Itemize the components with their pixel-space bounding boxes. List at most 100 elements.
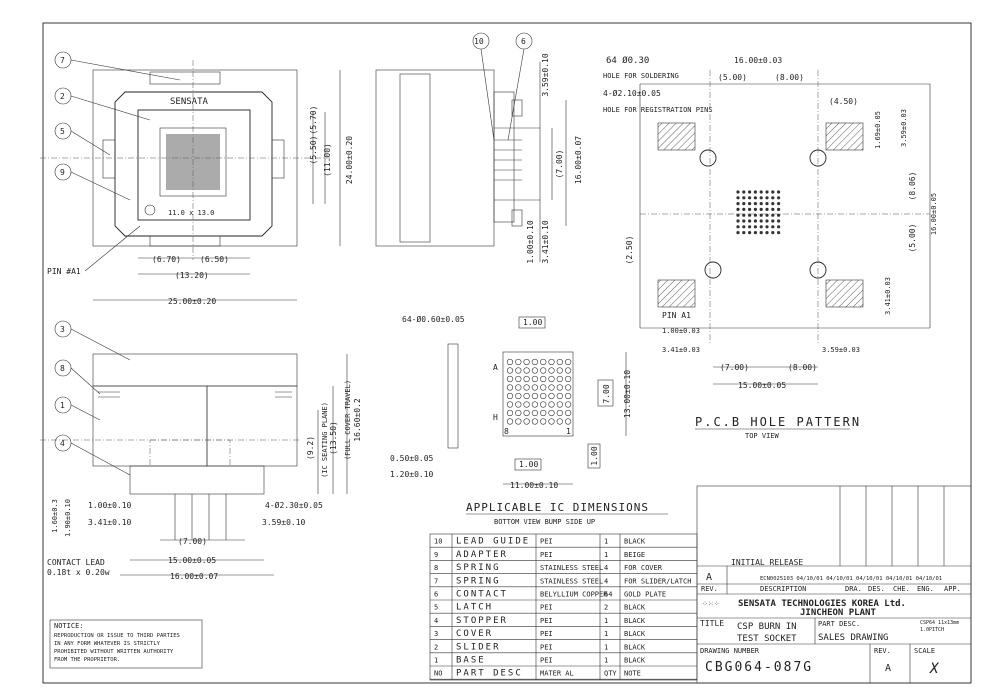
pcb-pin-a1: PIN A1 (662, 311, 691, 320)
solder-ball (515, 375, 522, 383)
pcb-dim-5v: (5.00) (908, 224, 917, 253)
pcb-hole (759, 219, 763, 223)
eng-head: ENG. (917, 585, 934, 593)
pcb-hole (736, 219, 740, 223)
pcb-hole (748, 202, 752, 206)
callout-10: 10 (474, 37, 484, 46)
pcb-hole (753, 207, 758, 211)
dim-seating: (IC SEATING PLANE) (321, 402, 329, 478)
solder-ball (531, 375, 539, 383)
pcb-dim-8: (8.00) (775, 73, 804, 82)
pcb-hole (759, 231, 763, 235)
pcb-hole (753, 231, 758, 235)
part-note: BEIGE (624, 551, 645, 559)
box-pitch-side: 1.00 (590, 446, 599, 465)
solder-ball (531, 418, 539, 425)
pcb-hole (748, 219, 752, 223)
pcb-dim-16v: 16.00±0.05 (930, 193, 938, 235)
pcb-hole (736, 213, 740, 217)
part-mat: PEI (540, 551, 553, 559)
row-h: H (493, 413, 498, 422)
pcb-hole (742, 219, 746, 223)
dim-ic13: 13.00±0.10 (623, 370, 632, 418)
pcb-dim-15: 15.00±0.05 (738, 381, 786, 390)
solder-ball (556, 409, 563, 417)
pcb-hole (771, 231, 775, 235)
part-mat: PEI (540, 604, 553, 612)
pcb-hole (742, 202, 746, 206)
part-name: LATCH (456, 603, 493, 613)
part-note: BLACK (624, 630, 646, 638)
front-view: 3 8 1 4 16.60±0.2 (FULL COVER TRAVEL) (1… (40, 320, 362, 581)
solder-ball (548, 392, 555, 400)
pcb-hole (748, 190, 752, 194)
notice-box: NOTICE: REPRODUCTION OR ISSUE TO THIRD P… (49, 619, 203, 669)
part-mat: PEI (540, 630, 553, 638)
part-name: PART DESC (456, 669, 523, 679)
dim-f1: 1.00±0.10 (88, 501, 132, 510)
solder-ball (540, 384, 547, 391)
dim-height: 24.00±0.20 (345, 136, 354, 184)
solder-ball (548, 409, 555, 417)
dim-55: (5.50) (309, 136, 318, 165)
des-head: DES. (868, 585, 885, 593)
brand-label: SENSATA (170, 97, 209, 107)
row-a: A (493, 363, 498, 372)
part-mat: STAINLESS STEEL (540, 577, 603, 585)
part-mat: STAINLESS STEEL (540, 564, 603, 572)
side-view: 10 6 3.59±0.10 16.00±0.07 (7.00) 3.41±0.… (375, 32, 583, 264)
notice-line: IN ANY FORM WHATEVER IS STRICTLY (54, 641, 161, 647)
rev-letter: A (706, 572, 712, 583)
part-name: SLIDER (456, 642, 501, 652)
part-note: FOR COVER (624, 564, 663, 572)
part-no: NO (434, 670, 442, 678)
pcb-subtitle: TOP VIEW (745, 432, 780, 440)
solder-ball (556, 384, 563, 391)
pcb-hole (759, 202, 763, 206)
dim-1: 1.00±0.10 (526, 220, 535, 264)
dim-ic11: 11.00±0.10 (510, 481, 558, 490)
solder-ball (540, 375, 547, 383)
part-name: CONTACT (456, 590, 508, 600)
pcb-reg-label: HOLE FOR REGISTRATION PINS (603, 106, 713, 114)
part-name: BASE (456, 656, 486, 666)
dim-25: 25.00±0.20 (168, 297, 216, 306)
sheet-border (42, 22, 972, 684)
part-mat: PEI (540, 617, 553, 625)
title-line2: TEST SOCKET (737, 634, 797, 644)
callout-2: 2 (60, 92, 65, 101)
pcb-hole (765, 202, 769, 206)
part-note: BLACK (624, 617, 646, 625)
callout-1: 1 (60, 401, 65, 410)
part-note: FOR SLIDER/LATCH (624, 577, 691, 585)
pcb-hole (748, 225, 752, 229)
part-note: BLACK (624, 657, 646, 665)
part-note: BLACK (624, 538, 646, 546)
pcb-dim-16: 16.00±0.03 (734, 56, 782, 65)
app-head: APP. (944, 585, 961, 593)
part-no: 6 (434, 591, 438, 599)
solder-ball (556, 375, 563, 383)
dim-f16: 1.60±0.3 (51, 499, 59, 533)
solder-ball (564, 358, 572, 366)
part-note2: 1.0PITCH (920, 627, 944, 633)
notice-line: FROM THE PROPRIETOR. (54, 657, 120, 663)
solder-ball (540, 401, 547, 408)
release-meta: ECN0025103 04/10/01 04/10/01 04/10/01 04… (760, 576, 942, 582)
pcb-hole (777, 231, 781, 235)
solder-ball (540, 409, 547, 417)
pcb-hole (771, 219, 775, 223)
pcb-hole (736, 190, 740, 194)
part-mat: BELYLLIUM COPPER (540, 591, 608, 599)
pcb-hole (771, 202, 775, 206)
part-name: COVER (456, 629, 493, 639)
pcb-hole (777, 196, 781, 200)
callout-8: 8 (60, 364, 65, 373)
solder-ball (531, 358, 539, 366)
col-1: 1 (566, 427, 571, 436)
dim-f359: 3.59±0.10 (262, 518, 306, 527)
ball-spec: 64-Ø0.60±0.05 (402, 314, 465, 324)
notice-line: REPRODUCTION OR ISSUE TO THIRD PARTIES (54, 633, 180, 639)
